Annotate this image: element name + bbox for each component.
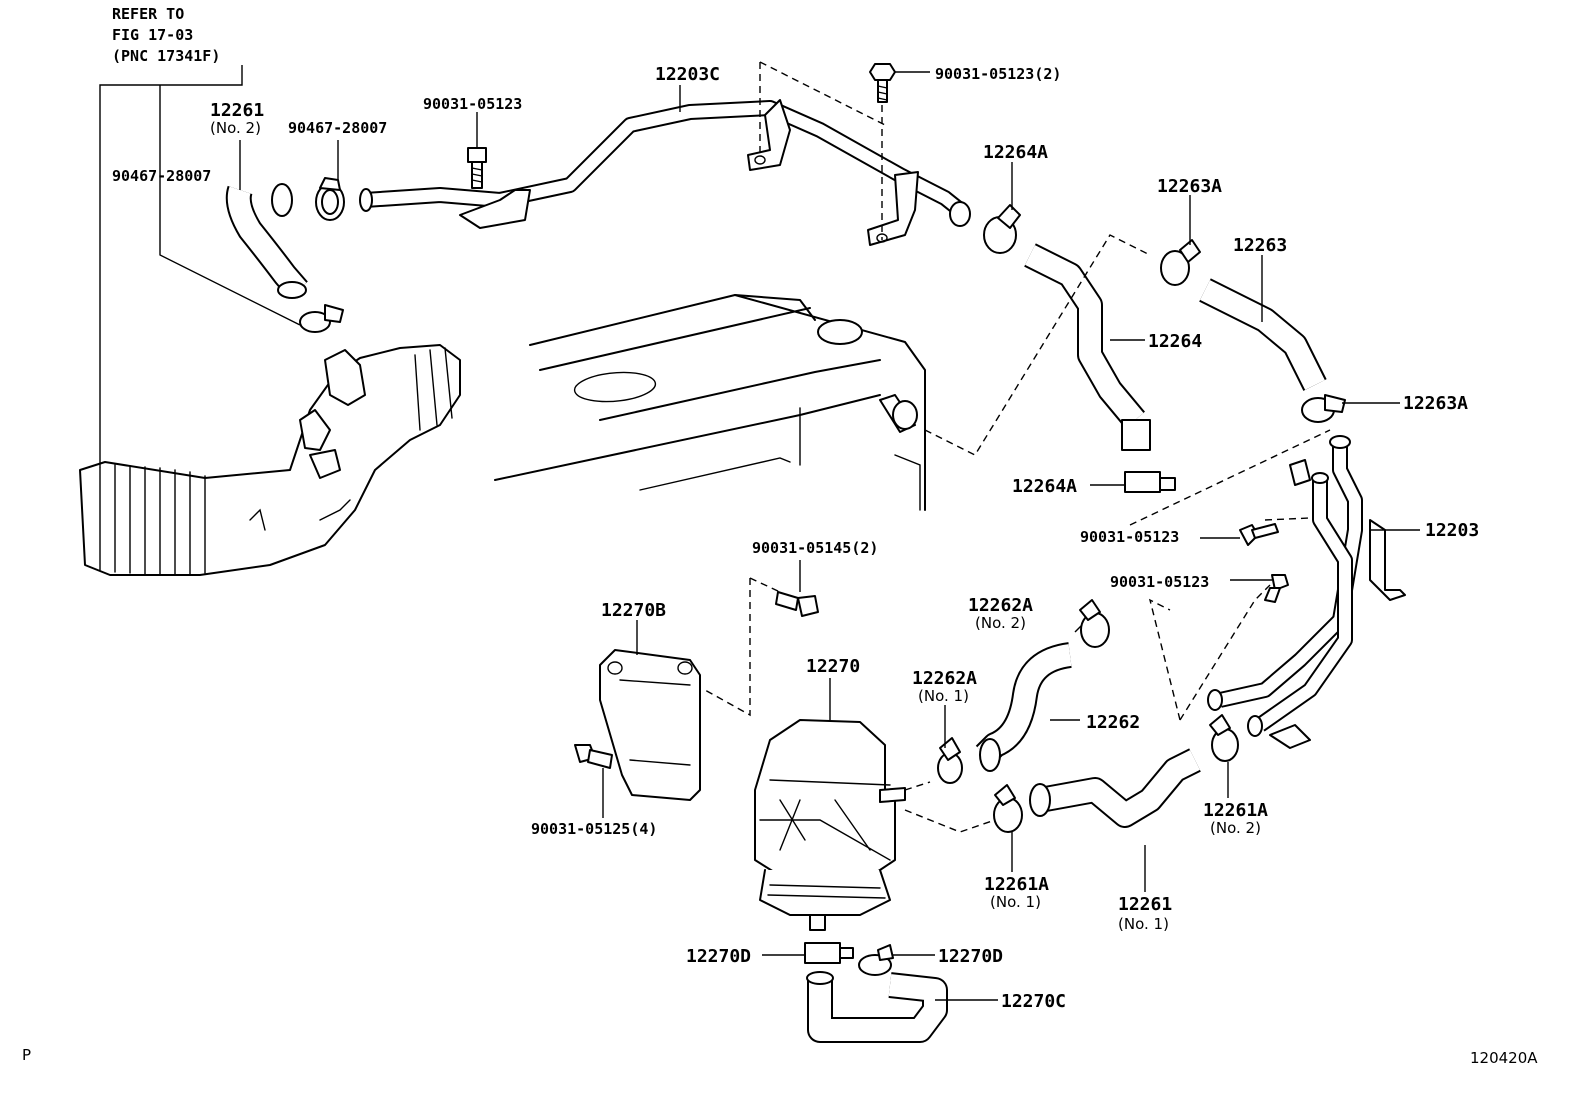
- label-12261a-no1: 12261A: [984, 874, 1049, 895]
- reference-note: REFER TO FIG 17-03 (PNC 17341F): [112, 5, 220, 65]
- label-12261a-no1-sub: (No. 1): [990, 893, 1041, 911]
- label-90031-05123-2: 90031-05123(2): [935, 65, 1061, 83]
- pipe-12203: [1207, 435, 1406, 749]
- label-12264a-bottom: 12264A: [1012, 476, 1077, 497]
- bolt-90031-top-right: [869, 63, 896, 103]
- label-90031-05123-right-a: 90031-05123: [1080, 528, 1179, 546]
- label-12262: 12262: [1086, 712, 1140, 733]
- label-12270c: 12270C: [1001, 991, 1066, 1012]
- label-90031-05145-2: 90031-05145(2): [752, 539, 878, 557]
- label-90031-05123-top-left: 90031-05123: [423, 95, 522, 113]
- label-12262a-no2-sub: (No. 2): [975, 614, 1026, 632]
- clamp-12262a-no1: [937, 737, 963, 784]
- bolt-90031-right-b: [1264, 574, 1289, 603]
- clamp-12270d-right: [858, 944, 894, 976]
- clamp-90467-b: [299, 304, 344, 333]
- reference-bracket: [99, 65, 301, 468]
- clamp-12263a-right: [1301, 394, 1346, 423]
- bolt-90031-top-left: [467, 147, 487, 189]
- clamp-12264a-top: [983, 204, 1021, 254]
- clamp-90467-a: [315, 177, 345, 221]
- water-pump-12270: [754, 719, 906, 931]
- hose-12261-no1: [1029, 748, 1201, 828]
- dashed-lines-top: [759, 61, 886, 240]
- label-12261-no2-sub: (No. 2): [210, 119, 261, 137]
- label-12261a-no2-sub: (No. 2): [1210, 819, 1261, 837]
- label-12263: 12263: [1233, 235, 1287, 256]
- reference-line-1: REFER TO: [112, 5, 184, 23]
- label-12264: 12264: [1148, 331, 1202, 352]
- hose-12263: [1199, 278, 1327, 391]
- corner-mark-p: P: [22, 1046, 31, 1064]
- label-12262a-no1: 12262A: [912, 668, 977, 689]
- label-12261-no2: 12261: [210, 100, 264, 121]
- clamp-12261a-no2: [1209, 714, 1239, 762]
- label-12270d-left: 12270D: [686, 946, 751, 967]
- label-12270b: 12270B: [601, 600, 666, 621]
- figure-id: 120420A: [1470, 1049, 1538, 1067]
- bolt-90031-right-a: [1239, 523, 1279, 546]
- clamp-12270d-left: [804, 942, 854, 964]
- label-12261-no1: 12261: [1118, 894, 1172, 915]
- label-12264a-top: 12264A: [983, 142, 1048, 163]
- bolt-90031-05145: [704, 577, 819, 717]
- leader-lines: [239, 71, 1420, 1001]
- hose-12261-no2: [225, 183, 308, 299]
- intake-duct: [79, 344, 461, 576]
- label-12203c: 12203C: [655, 64, 720, 85]
- reference-line-2: FIG 17-03: [112, 26, 193, 44]
- engine-head-outline: [494, 294, 926, 511]
- label-90031-05123-right-b: 90031-05123: [1110, 573, 1209, 591]
- label-90031-05125-4: 90031-05125(4): [531, 820, 657, 838]
- gasket-12270b: [599, 649, 701, 801]
- label-12261a-no2: 12261A: [1203, 800, 1268, 821]
- bolt-90031-05125: [574, 744, 613, 769]
- label-12262a-no1-sub: (No. 1): [918, 687, 969, 705]
- label-12262a-no2: 12262A: [968, 595, 1033, 616]
- label-12270: 12270: [806, 656, 860, 677]
- label-12263a-right: 12263A: [1403, 393, 1468, 414]
- label-90467-28007-b: 90467-28007: [112, 167, 211, 185]
- dashed-lines-middle: [924, 234, 1331, 721]
- hose-12270c: [806, 971, 948, 1043]
- label-12203: 12203: [1425, 520, 1479, 541]
- clamp-12262a-no2: [1079, 599, 1110, 648]
- hose-12262: [975, 642, 1073, 772]
- label-90467-28007-a: 90467-28007: [288, 119, 387, 137]
- pipe-12203c: [359, 99, 971, 246]
- hose-12264: [1024, 243, 1151, 451]
- clamp-12263a-top: [1160, 239, 1201, 286]
- label-12263a-top: 12263A: [1157, 176, 1222, 197]
- clamp-12261a-no1: [993, 784, 1023, 833]
- label-12261-no1-sub: (No. 1): [1118, 915, 1169, 933]
- label-12270d-right: 12270D: [938, 946, 1003, 967]
- reference-line-3: (PNC 17341F): [112, 47, 220, 65]
- clamp-12264a-bottom: [1124, 471, 1176, 493]
